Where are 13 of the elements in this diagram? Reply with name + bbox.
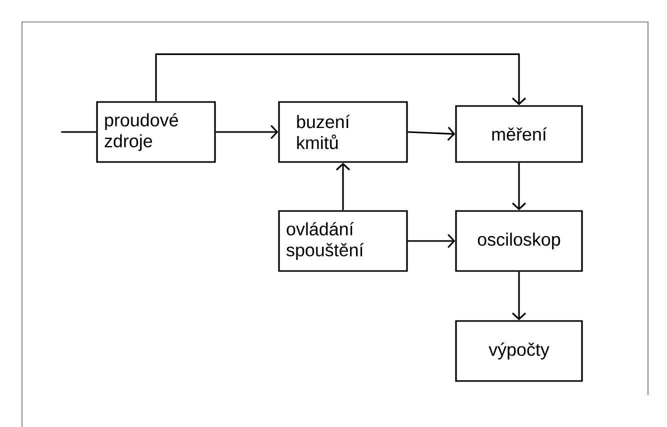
process-box: ovládání spouštění: [278, 210, 408, 272]
arrow: [336, 162, 350, 210]
arrow: [155, 53, 526, 106]
process-box: buzení kmitů: [278, 101, 408, 163]
arrow: [216, 124, 278, 140]
process-box: proudové zdroje: [96, 101, 216, 163]
arrow: [408, 234, 456, 248]
arrow: [512, 272, 526, 320]
arrow: [408, 126, 456, 141]
process-box: měření: [455, 105, 583, 163]
process-box: osciloskop: [455, 210, 583, 272]
process-box: výpočty: [455, 320, 583, 382]
arrow: [512, 162, 526, 210]
